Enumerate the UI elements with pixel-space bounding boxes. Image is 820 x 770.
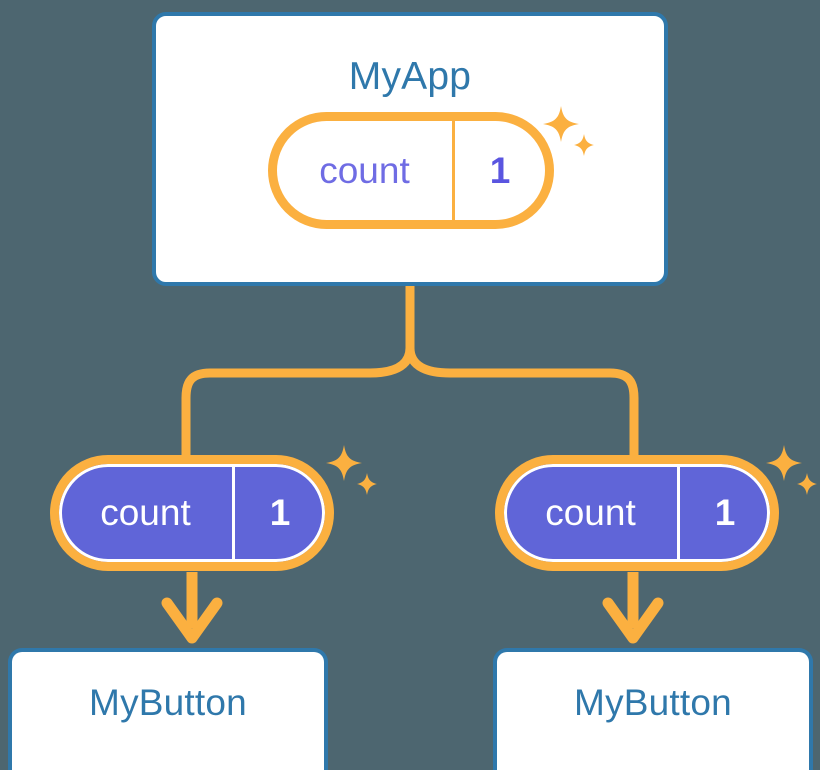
arrow-down-icon-left <box>161 572 223 644</box>
signal-pill-body: count 1 <box>50 455 334 571</box>
connector-right-branch <box>405 281 639 467</box>
signal-value-label: 1 <box>269 492 291 533</box>
signal-pill-child-left[interactable]: count 1 <box>50 455 334 571</box>
page-title: MyApp <box>348 55 472 98</box>
signal-pill-body: count 1 <box>495 455 779 571</box>
signal-key-label: count <box>59 464 235 562</box>
signal-pill-child-right[interactable]: count 1 <box>495 455 779 571</box>
component-card-mybutton-left[interactable]: MyButton <box>8 648 328 770</box>
signal-value-label: 1 <box>714 492 736 533</box>
signal-key-label: count <box>277 121 455 220</box>
component-card-mybutton-right[interactable]: MyButton <box>493 648 813 770</box>
component-title: MyButton <box>574 682 732 723</box>
arrow-down-icon-right <box>602 572 664 644</box>
signal-pill-root[interactable]: count 1 <box>268 112 554 229</box>
component-title: MyButton <box>89 682 247 723</box>
signal-pill-body: count 1 <box>268 112 554 229</box>
signal-value-label: 1 <box>489 149 511 191</box>
signal-key-label: count <box>504 464 680 562</box>
connector-left-branch <box>181 343 415 467</box>
